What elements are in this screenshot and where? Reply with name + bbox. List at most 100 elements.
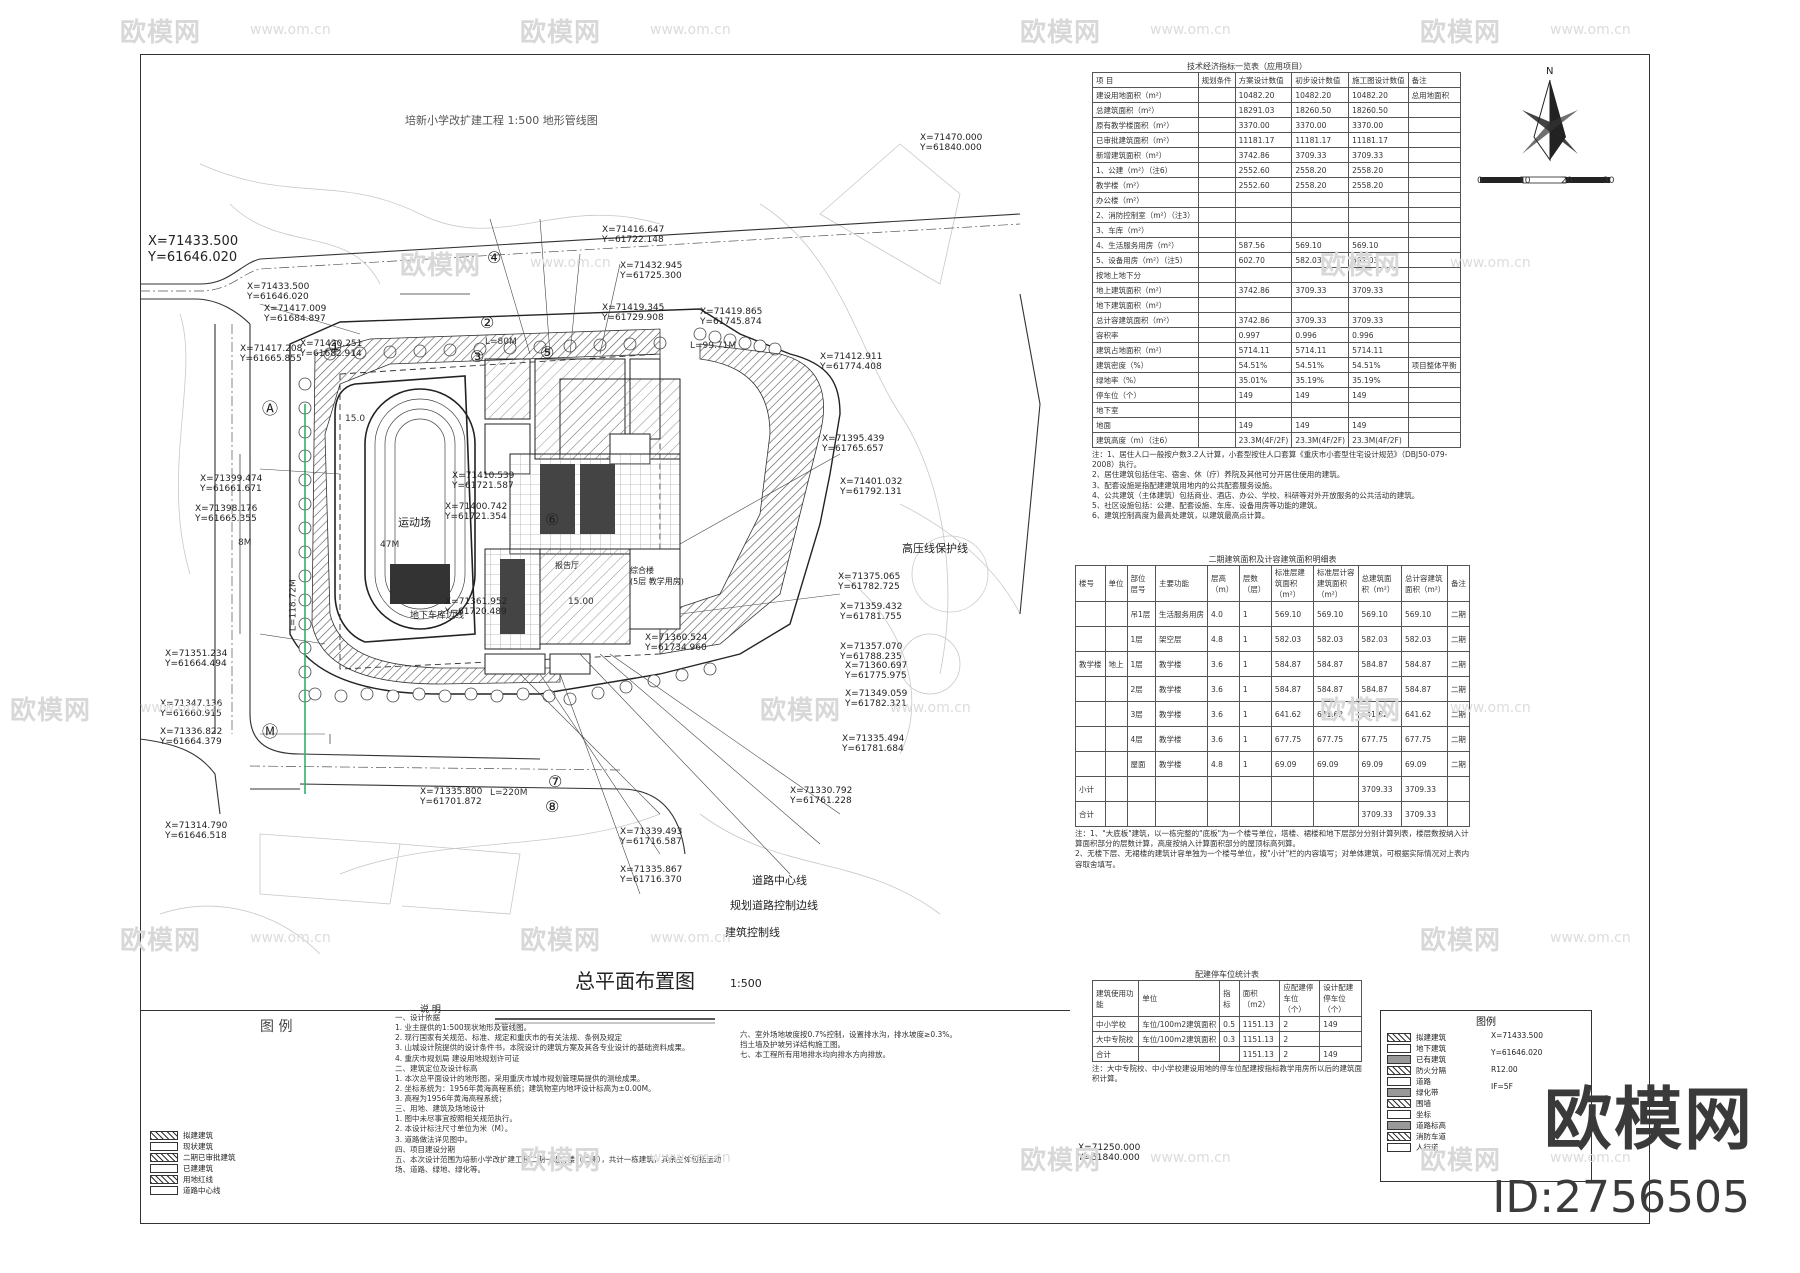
note-line: 二、建筑定位及设计标高 — [395, 1063, 478, 1073]
legend-item: 拟建建筑 — [150, 1130, 236, 1141]
table-cell: 4.0 — [1207, 601, 1240, 628]
legend-item: 现状建筑 — [150, 1141, 236, 1152]
table-cell: 3370.00 — [1234, 117, 1293, 134]
table-cell — [1197, 387, 1236, 404]
table-cell: 3709.33 — [1357, 801, 1402, 828]
watermark-url: www.om.cn — [530, 255, 611, 271]
legend-swatch — [150, 1131, 178, 1140]
table-cell: 10482.20 — [1348, 87, 1409, 104]
table-cell: 149 — [1319, 1046, 1362, 1063]
legend-left-title: 图 例 — [260, 1019, 293, 1035]
table-cell — [1238, 801, 1272, 828]
coord-x: X=71250.000 — [1078, 1143, 1141, 1153]
table-cell: 4.8 — [1207, 626, 1240, 653]
parking-table-grid: 建筑使用功能单位指标面积（m2）应配建停车位（个）设计配建停车位（个）中小学校车… — [1091, 980, 1362, 1063]
table-cell — [1312, 776, 1359, 803]
table-cell: 地面 — [1092, 417, 1199, 434]
table-cell — [1446, 801, 1471, 828]
table-cell — [1104, 776, 1128, 803]
hv-line-label: 高压线保护线 — [902, 542, 968, 555]
table-header-row: 楼号单位部位层号主要功能层高（m）层数（层）标准层建筑面积（m²）标准层计容建筑… — [1075, 565, 1471, 603]
area-table-title: 二期建筑面积及计容建筑面积明细表 — [1208, 555, 1337, 564]
table-cell: 1 — [1238, 701, 1272, 728]
table-cell: 584.87 — [1357, 676, 1402, 703]
table-cell — [1104, 726, 1128, 753]
table-cell — [1197, 102, 1236, 119]
table-cell — [1407, 387, 1461, 404]
scale-tick-20: 20 — [1561, 176, 1573, 186]
watermark-brand: 欧模网 — [520, 18, 602, 48]
table-cell: 18291.03 — [1234, 102, 1293, 119]
table-cell: 677.75 — [1400, 726, 1448, 753]
table-header-cell: 指标 — [1219, 980, 1240, 1018]
table-cell: 建设用地面积（m²） — [1092, 87, 1199, 104]
table-cell: 1层 — [1126, 626, 1157, 653]
coord-line: X=71417.009 — [264, 304, 327, 314]
svg-text:N: N — [1546, 66, 1553, 77]
table-cell: 4、生活服务用房（m²） — [1092, 237, 1199, 254]
table-cell: 149 — [1348, 387, 1409, 404]
legend-label: 道路 — [1416, 1077, 1431, 1086]
coord-line: X=71395.439 — [822, 434, 885, 444]
legend-swatch — [150, 1175, 178, 1184]
table-cell: 3742.86 — [1234, 312, 1293, 329]
table-cell: 教学楼 — [1075, 651, 1106, 678]
watermark-url: www.om.cn — [1450, 700, 1531, 716]
table-cell: 总建筑面积（m²） — [1092, 102, 1199, 119]
table-cell — [1234, 222, 1293, 239]
table-cell — [1291, 297, 1350, 314]
tree-symbol — [708, 330, 722, 344]
notes-right: 六、室外场地坡度按0.7%控制，设置排水沟，排水坡度≥0.3%。挡土墙及护坡另详… — [740, 1030, 1060, 1060]
table-cell — [1407, 207, 1461, 224]
table-cell: 23.3M(4F/2F) — [1234, 432, 1293, 449]
tree-symbol — [360, 687, 374, 701]
legend-item: 道路中心线 — [150, 1185, 236, 1196]
table-cell — [1234, 192, 1293, 209]
coord-y: Y=61840.000 — [920, 142, 982, 153]
table-cell: 35.01% — [1234, 372, 1293, 389]
table-cell: 18260.50 — [1291, 102, 1350, 119]
tree-symbol — [563, 692, 577, 706]
table-cell — [1075, 601, 1106, 628]
table-header-cell: 项 目 — [1092, 72, 1199, 89]
dimension-label: L=80M — [485, 337, 517, 347]
legend-code: Y=61646.020 — [1491, 1048, 1543, 1057]
coord-x: X=71470.000 — [920, 133, 983, 143]
coord-top-right: X=71470.000 Y=61840.000 — [920, 133, 983, 154]
table-cell: 584.87 — [1312, 676, 1359, 703]
note-line: 2. 本设计标注尺寸单位为米（M）。 — [395, 1124, 513, 1134]
table-cell: 合计 — [1091, 1046, 1140, 1063]
north-arrow: N — [1480, 66, 1610, 184]
legend-item: 道路标高 — [1381, 1120, 1591, 1131]
table-cell — [1407, 117, 1461, 134]
table-cell: 10482.20 — [1234, 87, 1293, 104]
coord-line: X=71351.234 — [165, 649, 228, 659]
watermark-brand: 欧模网 — [1320, 696, 1402, 726]
note-line: 2. 现行国家有关规范、标准、规定和重庆市的有关法规、条例及规定 — [395, 1033, 623, 1043]
watermark-brand: 欧模网 — [1320, 251, 1402, 281]
coord-line: Y=61661.671 — [200, 483, 262, 494]
table-cell — [1197, 417, 1236, 434]
coord-line: X=71360.697 — [845, 661, 908, 671]
table-cell: 1 — [1238, 751, 1272, 778]
watermark-brand: 欧模网 — [760, 696, 842, 726]
table-cell — [1197, 222, 1236, 239]
table-cell — [1407, 342, 1461, 359]
legend-swatch — [1387, 1132, 1411, 1141]
table-cell — [1407, 147, 1461, 164]
table-cell: 二期 — [1446, 626, 1471, 653]
tech-table-notes: 注：1、居住人口一般按户数3.2人计算，小套型按住人口套算《重庆市小套型住宅设计… — [1092, 450, 1462, 521]
table-cell: 大中专院校 — [1091, 1031, 1140, 1048]
table-cell: 0.996 — [1291, 327, 1350, 344]
table-row: 绿地率（%）35.01%35.19%35.19% — [1092, 372, 1461, 389]
table-cell: 5714.11 — [1348, 342, 1409, 359]
